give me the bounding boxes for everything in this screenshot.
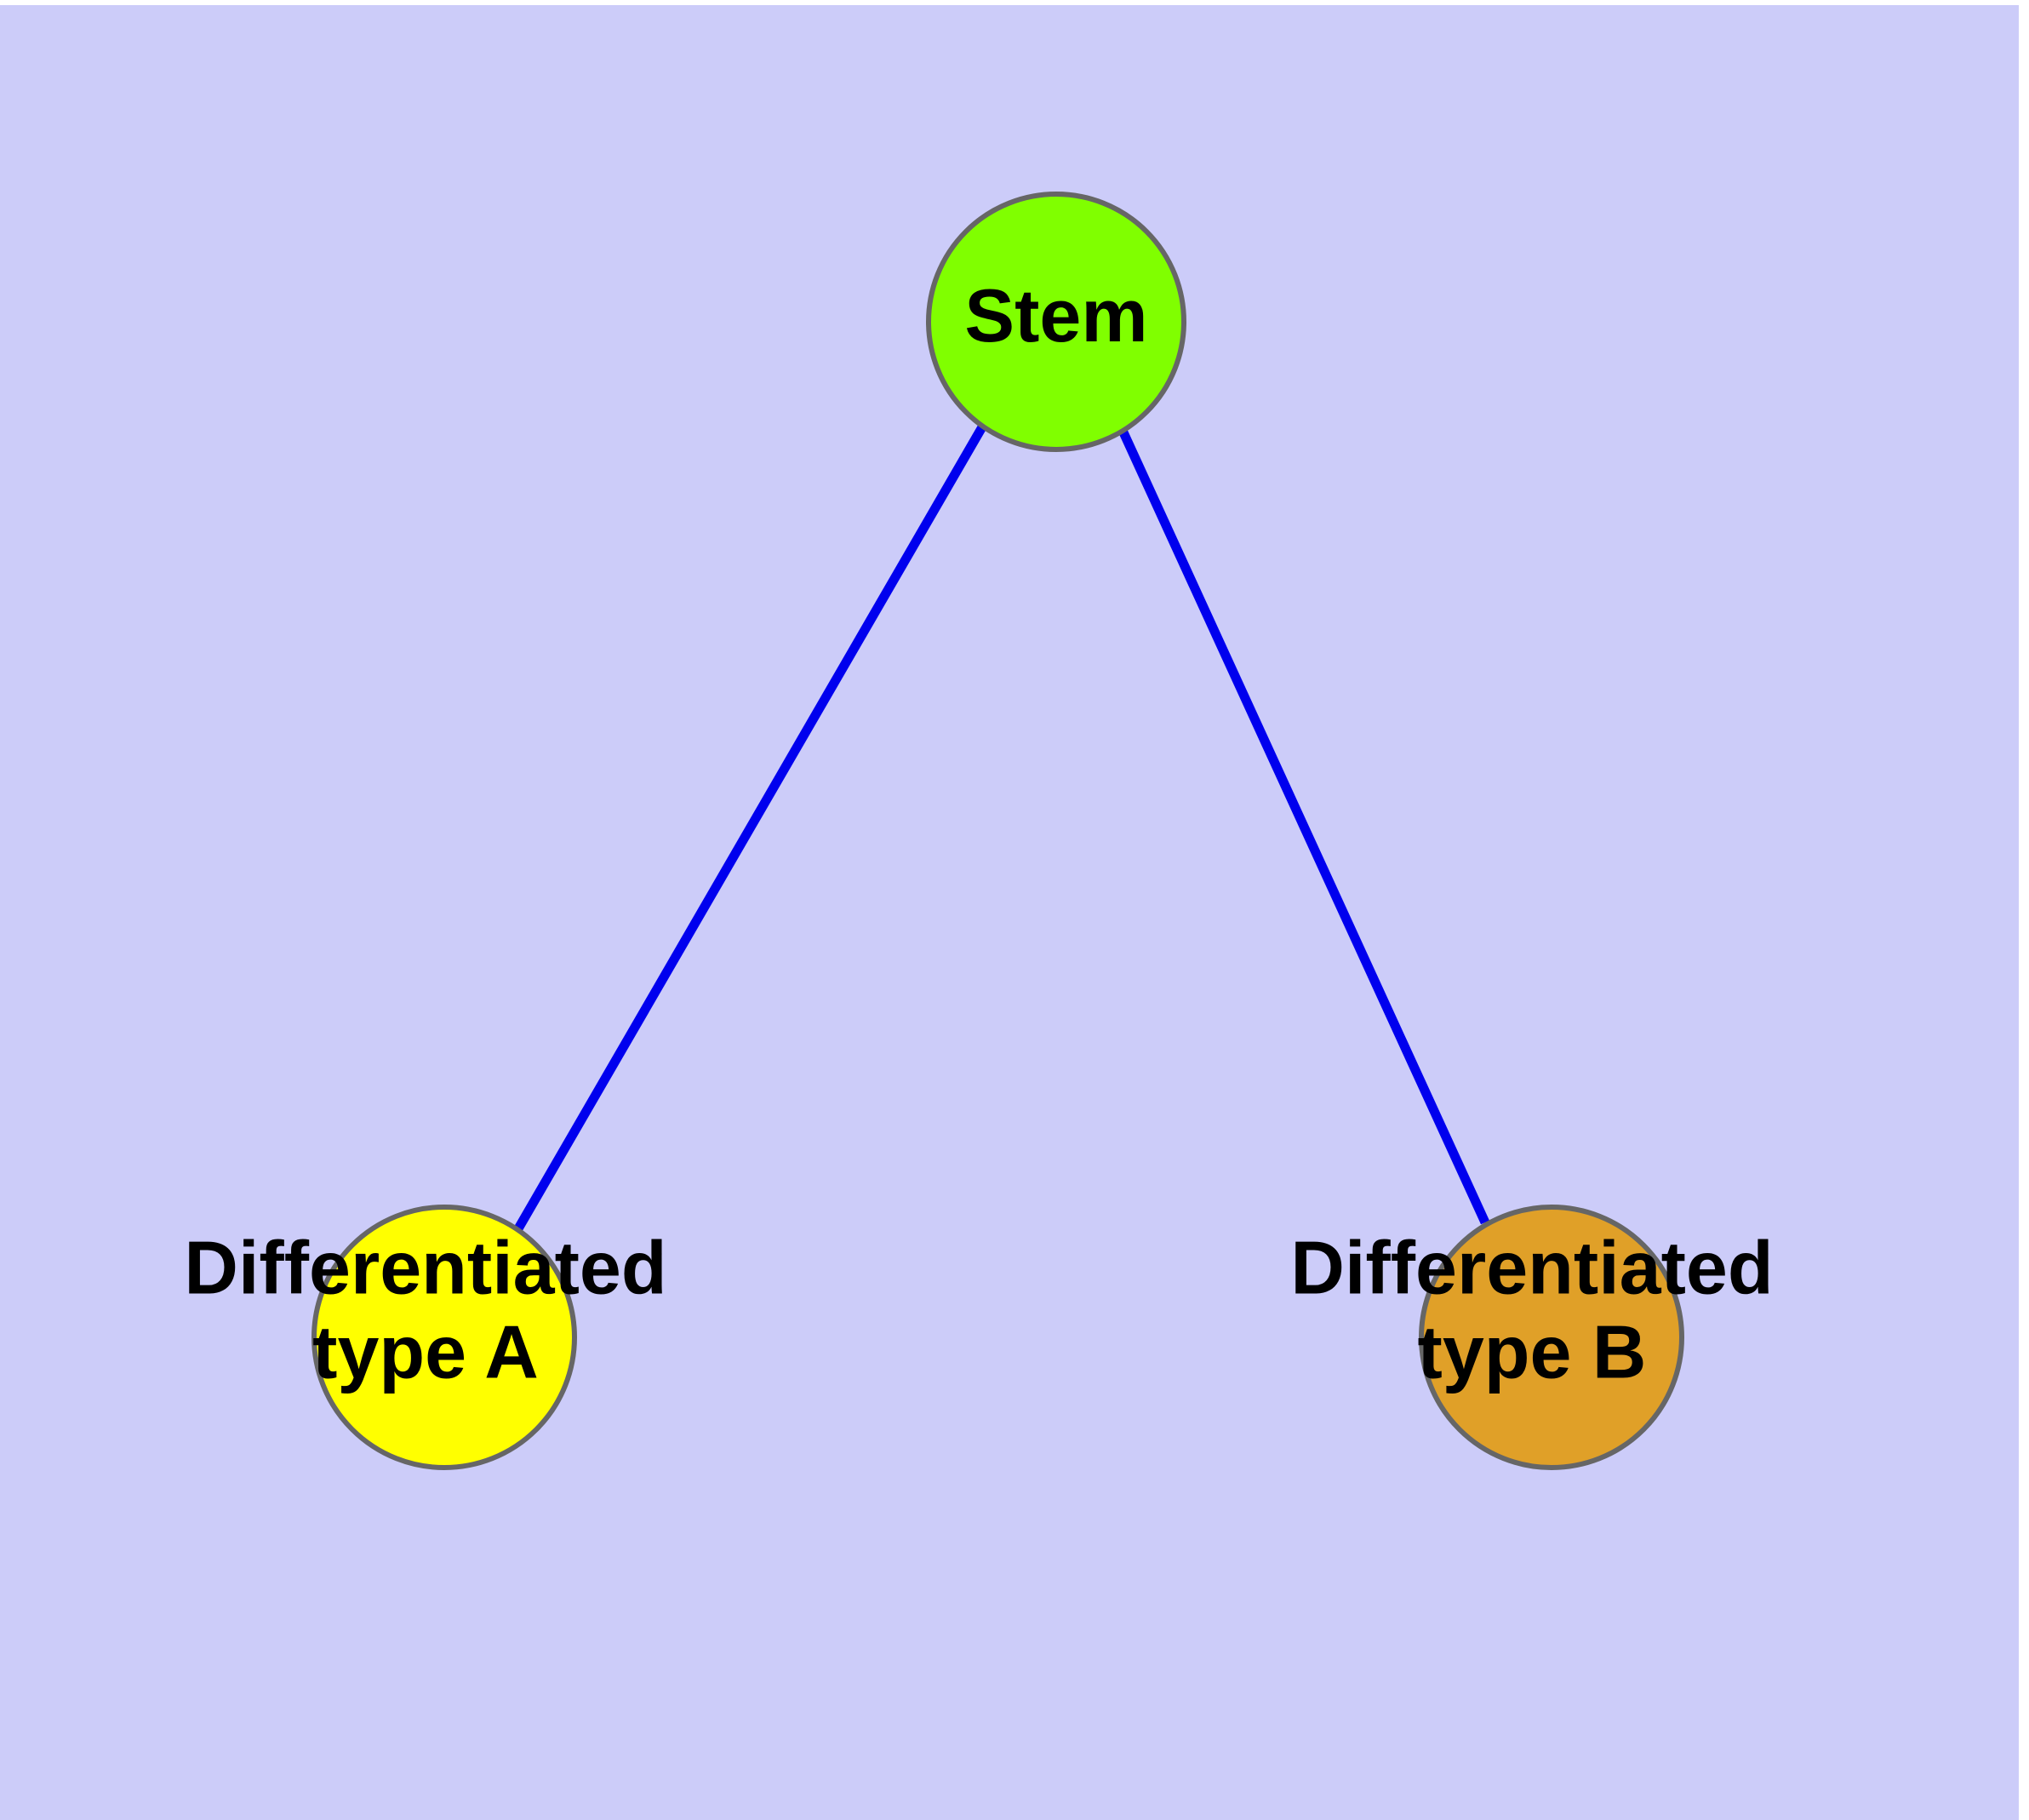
node-label-line: Differentiated xyxy=(184,1226,666,1310)
node-differentiated-type-b-circle[interactable] xyxy=(1419,1205,1684,1470)
node-label-line: type B xyxy=(1418,1310,1647,1394)
edge-stem-to-differentiated-type-b[interactable] xyxy=(1114,421,1490,1225)
nodes-layer xyxy=(311,192,1684,1470)
edges-layer xyxy=(513,421,1490,1233)
node-differentiated-type-a-circle[interactable] xyxy=(311,1205,577,1470)
node-label-line: Stem xyxy=(964,273,1147,358)
node-label-line: type A xyxy=(312,1310,539,1394)
node-stem-label: Stem xyxy=(964,273,1147,358)
edge-stem-to-differentiated-type-a[interactable] xyxy=(513,423,987,1233)
node-stem-circle[interactable] xyxy=(926,192,1186,452)
node-label-line: Differentiated xyxy=(1290,1226,1773,1310)
